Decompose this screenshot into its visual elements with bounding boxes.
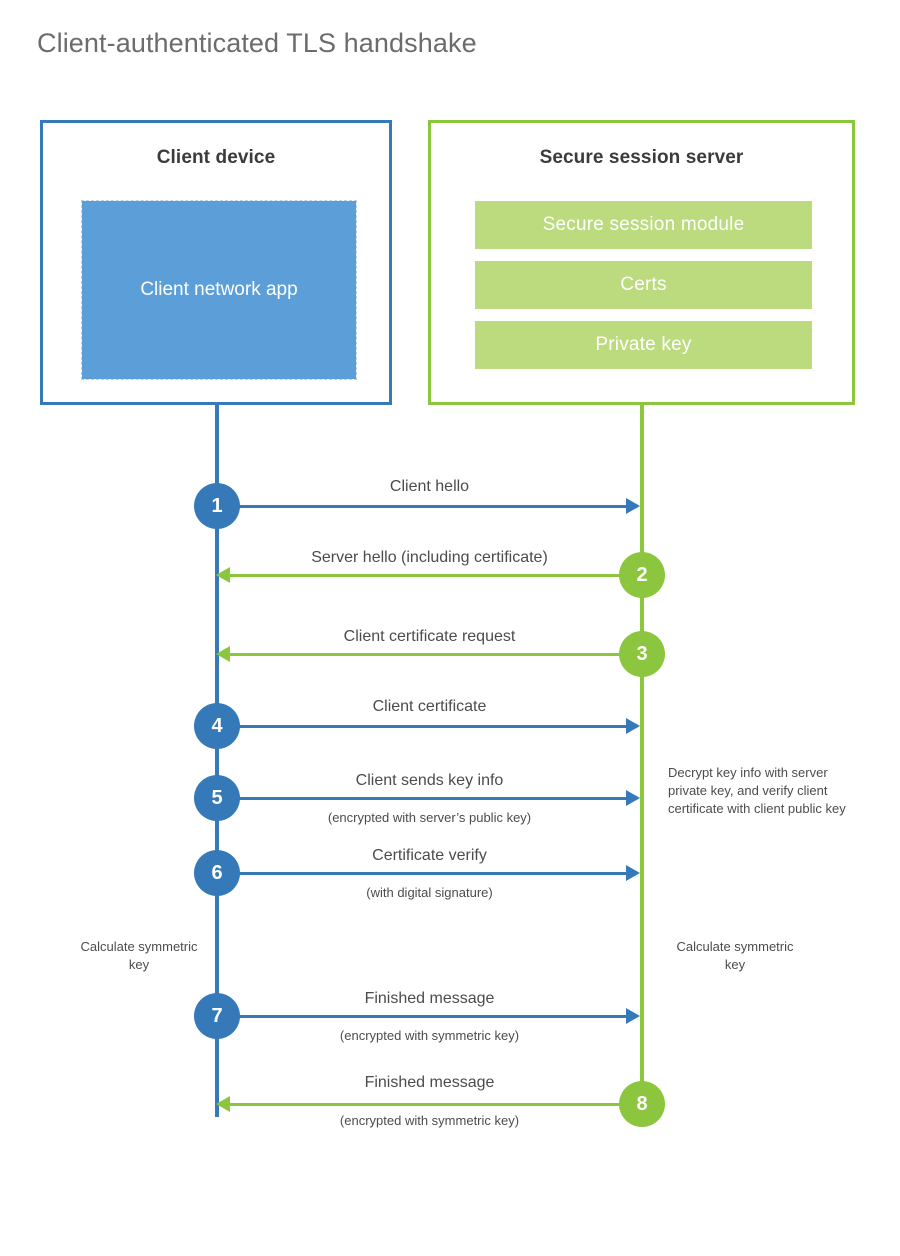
step-circle-2: 2 — [619, 552, 665, 598]
message-arrow-6 — [217, 872, 627, 875]
message-arrow-4 — [217, 725, 627, 728]
message-arrow-8 — [229, 1103, 642, 1106]
message-label-7: Finished message — [364, 990, 495, 1007]
server-lifeline — [640, 405, 644, 1110]
server-components-list: Secure session module Certs Private key — [475, 201, 812, 381]
arrow-head-2-icon — [216, 567, 230, 583]
client-device-box: Client device Client network app — [40, 120, 392, 405]
message-label-4: Client certificate — [372, 698, 487, 715]
message-sublabel-7: (encrypted with symmetric key) — [339, 1028, 520, 1043]
arrow-head-5-icon — [626, 790, 640, 806]
step-circle-5: 5 — [194, 775, 240, 821]
step-circle-8: 8 — [619, 1081, 665, 1127]
message-arrow-7 — [217, 1015, 627, 1018]
message-label-2: Server hello (including certificate) — [311, 549, 548, 566]
step-circle-6: 6 — [194, 850, 240, 896]
message-label-5: Client sends key info — [355, 772, 504, 789]
message-arrow-3 — [229, 653, 642, 656]
arrow-head-3-icon — [216, 646, 230, 662]
client-lifeline — [215, 405, 219, 1117]
message-arrow-2 — [229, 574, 642, 577]
message-sublabel-8: (encrypted with symmetric key) — [339, 1113, 520, 1128]
client-network-app-block: Client network app — [81, 200, 357, 380]
step-circle-3: 3 — [619, 631, 665, 677]
annotation-server-calculate-symmetric-key: Calculate symmetric key — [676, 939, 794, 973]
server-block-private-key: Private key — [475, 321, 812, 369]
message-sublabel-6: (with digital signature) — [366, 885, 493, 900]
server-block-secure-session-module: Secure session module — [475, 201, 812, 249]
step-circle-1: 1 — [194, 483, 240, 529]
message-label-8: Finished message — [364, 1074, 495, 1091]
message-arrow-1 — [217, 505, 627, 508]
secure-session-server-title: Secure session server — [539, 147, 744, 168]
secure-session-server-box: Secure session server Secure session mod… — [428, 120, 855, 405]
arrow-head-1-icon — [626, 498, 640, 514]
client-device-title: Client device — [156, 147, 276, 168]
message-sublabel-5: (encrypted with server’s public key) — [327, 810, 532, 825]
annotation-server-decrypt: Decrypt key info with server private key… — [668, 765, 846, 817]
arrow-head-8-icon — [216, 1096, 230, 1112]
arrow-head-7-icon — [626, 1008, 640, 1024]
message-label-6: Certificate verify — [372, 847, 487, 864]
annotation-client-calculate-symmetric-key: Calculate symmetric key — [80, 939, 198, 973]
message-label-1: Client hello — [389, 478, 470, 495]
message-arrow-5 — [217, 797, 627, 800]
step-circle-4: 4 — [194, 703, 240, 749]
arrow-head-4-icon — [626, 718, 640, 734]
server-block-certs: Certs — [475, 261, 812, 309]
step-circle-7: 7 — [194, 993, 240, 1039]
message-label-3: Client certificate request — [343, 628, 516, 645]
arrow-head-6-icon — [626, 865, 640, 881]
page-title: Client-authenticated TLS handshake — [37, 28, 477, 58]
